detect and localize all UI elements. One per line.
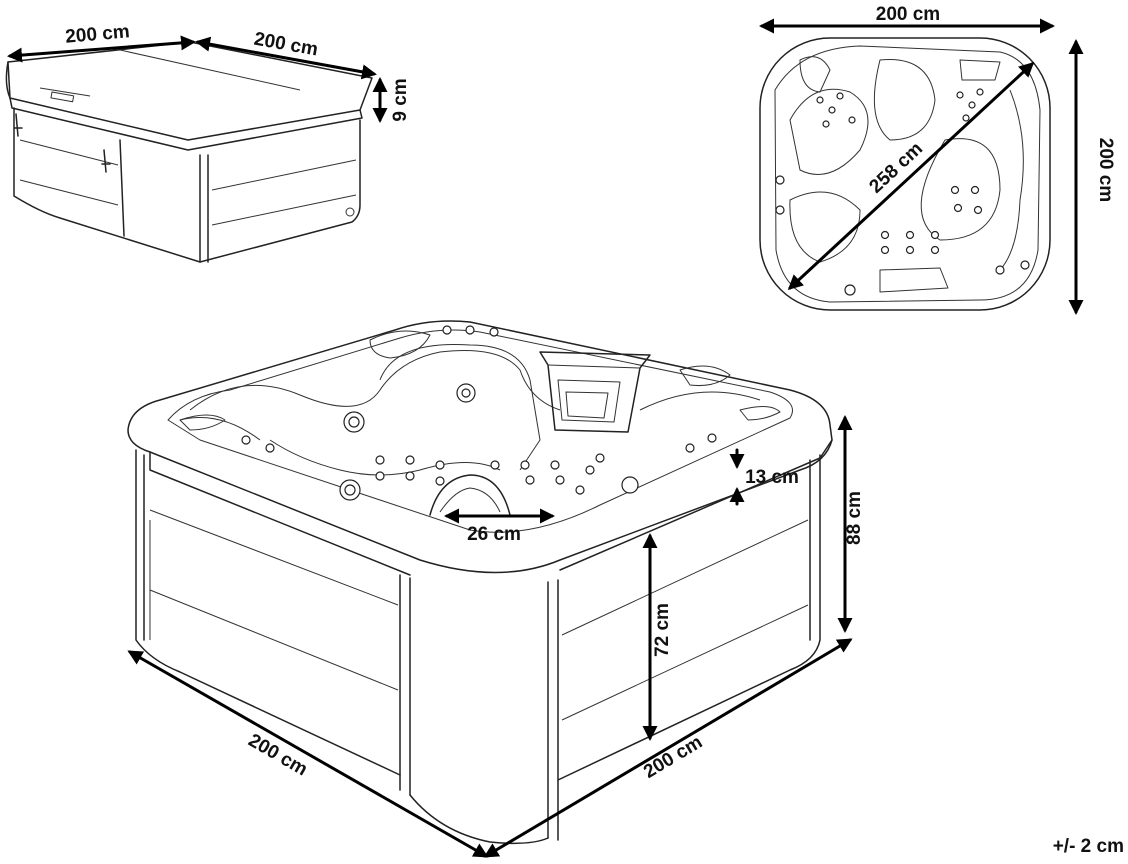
top-width-label: 200 cm (876, 4, 940, 25)
top-view-dimensions: 200 cm 200 cm 258 cm (759, 4, 1116, 315)
cover-dimensions: 200 cm 200 cm 9 cm (7, 21, 411, 123)
main-tub-drawing (127, 320, 833, 845)
main-tub-dimensions: 13 cm 88 cm 72 cm 26 cm 200 cm 200 cm (127, 415, 865, 858)
total-height-label: 88 cm (844, 491, 865, 545)
inner-height-label: 72 cm (652, 603, 673, 657)
top-depth-label: 200 cm (1095, 138, 1116, 202)
step-width-label: 26 cm (467, 524, 521, 545)
cover-thickness-label: 9 cm (390, 78, 411, 121)
cover-length-label: 200 cm (65, 21, 131, 48)
seat-depth-label: 13 cm (745, 467, 799, 488)
covered-tub-drawing (5, 41, 373, 263)
tolerance-note: +/- 2 cm (1053, 836, 1124, 857)
